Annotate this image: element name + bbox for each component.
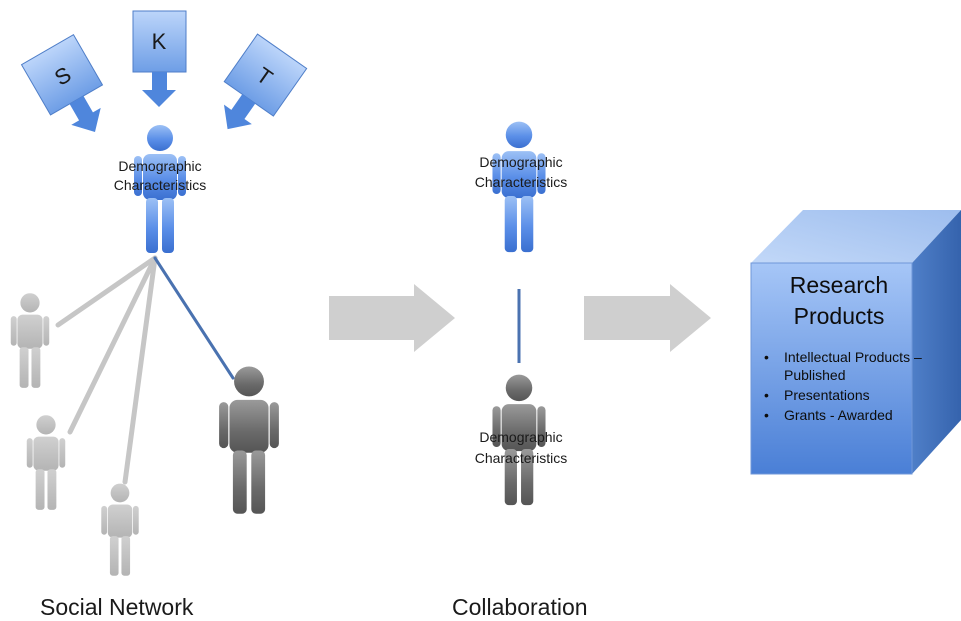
demographic-label-network-line1: Demographic [118,158,201,174]
research-products-title-line2: Products [793,303,885,329]
person-dark-collaborator [219,366,279,514]
input-arrow-t: T [223,33,308,130]
network-link-strong [153,256,235,380]
cube-top-face [751,210,961,263]
list-item: Intellectual Products – Published [762,348,932,384]
process-arrow-2 [584,284,711,352]
network-lines [55,255,235,485]
research-products-title-line1: Research [789,272,889,298]
person-gray-contact-3 [101,483,139,576]
input-label-k: K [152,29,167,54]
network-link-1 [55,255,158,328]
demographic-label-top-line1: Demographic [479,154,562,170]
network-link-3 [122,255,158,485]
research-products-list: Intellectual Products – Published Presen… [762,348,932,426]
research-products-cube [750,210,961,475]
demographic-label-network-line2: Characteristics [114,177,207,193]
caption-collaboration: Collaboration [452,594,588,620]
network-link-2 [67,255,158,435]
person-gray-contact-2 [26,415,66,510]
list-item: Grants - Awarded [762,406,932,424]
demographic-label-bottom-line1: Demographic [479,429,562,445]
caption-social-network: Social Network [40,594,194,620]
list-item: Presentations [762,386,932,404]
input-arrow-s: S [20,34,104,132]
process-arrow-1 [329,284,455,352]
person-gray-contact-1 [10,293,50,388]
input-arrow-k: K [132,10,187,107]
research-products-title: Research Products [758,270,920,332]
demographic-label-top-line2: Characteristics [475,174,568,190]
demographic-label-bottom-line2: Characteristics [475,450,568,466]
